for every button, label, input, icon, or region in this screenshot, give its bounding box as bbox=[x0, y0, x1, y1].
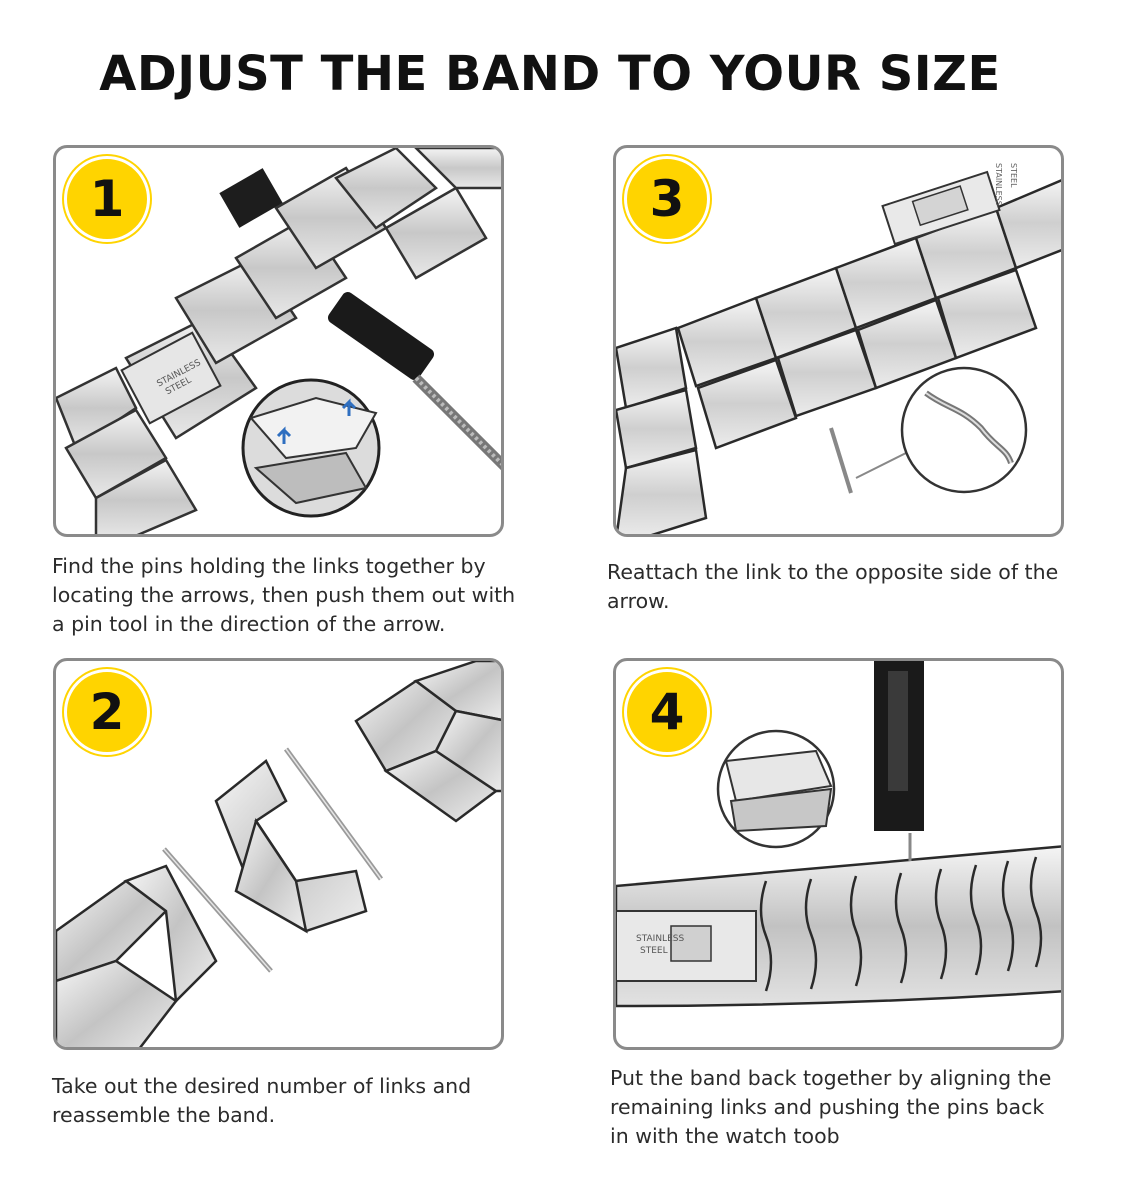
page-title: ADJUST THE BAND TO YOUR SIZE bbox=[99, 46, 1001, 102]
clasp-icon: STAINLESS STEEL bbox=[616, 910, 757, 982]
magnifier-icon bbox=[716, 729, 836, 849]
step-3-caption: Reattach the link to the opposite side o… bbox=[607, 560, 1059, 613]
pin-tool-icon bbox=[219, 168, 501, 471]
reassembled-band-illustration: STAINLESS STEEL bbox=[616, 661, 1061, 1008]
band-reattach-illustration: STAINLESS STEEL bbox=[616, 163, 1061, 534]
step-2-caption: Take out the desired number of links and… bbox=[52, 1074, 472, 1127]
separated-links-illustration bbox=[56, 661, 501, 1047]
arrow-icon bbox=[341, 398, 357, 416]
arrow-icon bbox=[276, 426, 292, 444]
svg-text:STAINLESS: STAINLESS bbox=[994, 163, 1003, 206]
step-1-panel: 1 STAINLESS STEEL bbox=[53, 145, 504, 537]
step-4-panel: 4 STAINLESS STEEL bbox=[613, 658, 1064, 1050]
svg-text:STEEL: STEEL bbox=[1009, 163, 1018, 188]
band-with-pin-tool-illustration: STAINLESS STEEL bbox=[56, 148, 501, 534]
step-3-panel: 3 STAINLESS STEEL bbox=[613, 145, 1064, 537]
svg-text:STAINLESS: STAINLESS bbox=[636, 934, 684, 944]
step-4-caption: Put the band back together by aligning t… bbox=[610, 1066, 1052, 1148]
pin-tool-icon bbox=[874, 661, 924, 861]
step-number-badge: 2 bbox=[64, 669, 150, 755]
step-number-badge: 4 bbox=[624, 669, 710, 755]
step-2-panel: 2 bbox=[53, 658, 504, 1050]
svg-text:STEEL: STEEL bbox=[640, 946, 668, 956]
clasp-icon: STAINLESS STEEL bbox=[120, 331, 222, 425]
clasp-icon: STAINLESS STEEL bbox=[881, 163, 1018, 246]
pin-icon bbox=[829, 427, 853, 494]
step-number-badge: 1 bbox=[64, 156, 150, 242]
magnifier-icon bbox=[900, 366, 1028, 494]
step-number-badge: 3 bbox=[624, 156, 710, 242]
step-1-caption: Find the pins holding the links together… bbox=[52, 554, 516, 636]
magnifier-icon bbox=[241, 378, 381, 518]
